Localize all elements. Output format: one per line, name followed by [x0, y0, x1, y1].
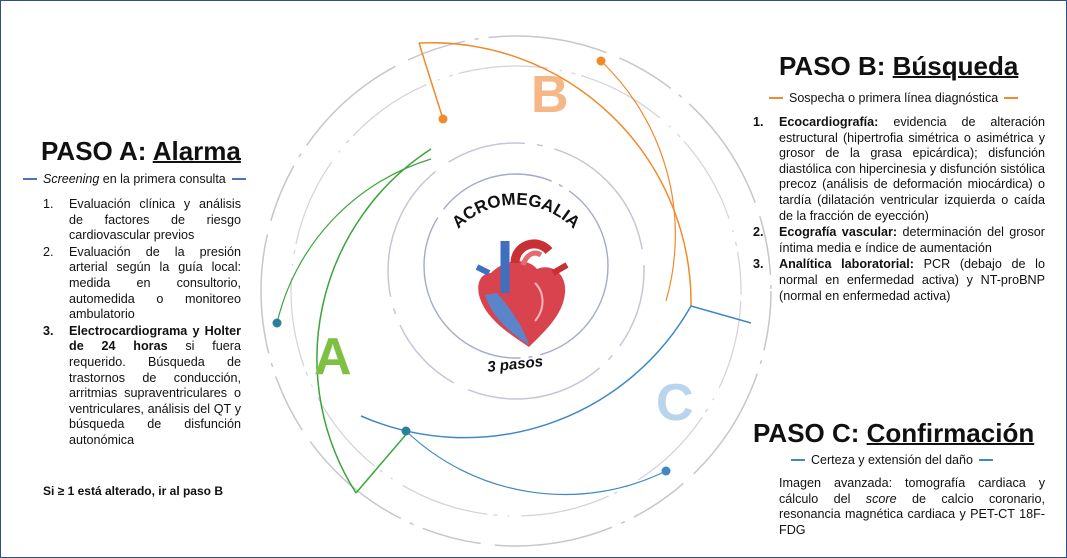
- center-subtitle: 3 pasos: [486, 353, 543, 376]
- step-b-item-text: Ecografía vascular: determinación del gr…: [779, 225, 1045, 256]
- step-a-letter: A: [314, 328, 352, 386]
- step-b-item-body: evidencia de alteración estructural (hip…: [779, 115, 1045, 223]
- step-a-item-2: 2. Evaluación de la presión arterial segú…: [43, 245, 241, 323]
- step-a-item-bold: Electrocardiograma y Holter de 24 horas: [69, 323, 241, 354]
- step-c-letter: C: [656, 374, 694, 432]
- step-c-title: PASO C: Confirmación: [753, 418, 1035, 448]
- step-c-paragraph: Imagen avanzada: tomografía cardiaca y c…: [779, 476, 1045, 537]
- step-a-item-number: 1.: [43, 197, 54, 211]
- step-b-subtitle: Sospecha o primera línea diagnóstica: [769, 91, 1019, 105]
- step-c-node: [401, 426, 411, 436]
- middle-gray-ring: [290, 65, 742, 517]
- step-a-item-number: 2.: [43, 244, 54, 259]
- step-b-item-text: Analítica laboratorial: PCR (debajo de l…: [779, 257, 1045, 304]
- step-a-item-body: Evaluación de la presión arterial según …: [69, 244, 241, 322]
- core-ring: [423, 173, 609, 359]
- step-b-title: PASO B: Búsqueda: [779, 51, 1019, 81]
- step-a-node: [272, 318, 282, 328]
- inner-gray-ring: [387, 142, 645, 400]
- step-c-title-word: Confirmación: [866, 418, 1035, 448]
- step-b-list: 1. Ecocardiografía: evidencia de alteraci…: [753, 115, 1045, 305]
- step-a-item-1: 1. Evaluación clínica y análisis de facto…: [43, 197, 241, 244]
- center-title: ACROMEGALIA: [448, 189, 583, 232]
- step-a-item-body: si fuera requerido. Búsqueda de trastorn…: [69, 339, 241, 447]
- step-b-item-bold: Ecografía vascular:: [779, 225, 898, 240]
- step-c-arc: [360, 305, 692, 439]
- step-b-item-text: Ecocardiografía: evidencia de alteración…: [779, 115, 1045, 224]
- step-c-subtitle: Certeza y extensión del daño: [791, 453, 993, 467]
- step-b-item-bold: Analítica laboratorial:: [779, 257, 914, 272]
- step-b-title-word: Búsqueda: [892, 51, 1019, 81]
- step-a-title: PASO A: Alarma: [41, 136, 241, 166]
- step-a-title-word: Alarma: [152, 136, 241, 166]
- step-a-list: 1. Evaluación clínica y análisis de facto…: [43, 197, 241, 450]
- step-a-item-text: Evaluación clínica y análisis de factore…: [69, 197, 241, 244]
- outer-gray-ring: [260, 35, 772, 547]
- step-b-item-body: determinación del grosor íntima media e …: [779, 225, 1045, 255]
- step-a-item-number: 3.: [43, 323, 54, 338]
- step-b-item-number: 2.: [753, 225, 764, 240]
- heart-icon: [475, 239, 569, 347]
- step-a-note: Si ≥ 1 está alterado, ir al paso B: [43, 484, 223, 498]
- step-b-item-bold: Ecocardiografía:: [779, 115, 879, 129]
- step-a-item-body: Evaluación clínica y análisis de factore…: [69, 197, 241, 243]
- step-b-node: [438, 114, 448, 124]
- step-a-arc: [316, 148, 432, 494]
- step-b-letter: B: [531, 66, 569, 124]
- step-a-item-text: Evaluación de la presión arterial según …: [69, 245, 241, 323]
- step-b-item-number: 1.: [753, 115, 764, 129]
- step-b-item-number: 3.: [753, 257, 764, 272]
- step-b-item-body: PCR (debajo de lo normal en enfermedad a…: [779, 257, 1045, 303]
- step-b-item-1: 1. Ecocardiografía: evidencia de alteraci…: [753, 115, 1045, 224]
- step-a-item-text: Electrocardiograma y Holter de 24 horas …: [69, 324, 241, 449]
- step-a-subtitle: Screening en la primera consulta: [23, 172, 246, 186]
- step-a-item-3: 3. Electrocardiograma y Holter de 24 hora…: [43, 324, 241, 449]
- step-b-item-2: 2. Ecografía vascular: determinación del …: [753, 225, 1045, 256]
- step-b-arc: [418, 41, 692, 307]
- step-b-item-3: 3. Analítica laboratorial: PCR (debajo de…: [753, 257, 1045, 304]
